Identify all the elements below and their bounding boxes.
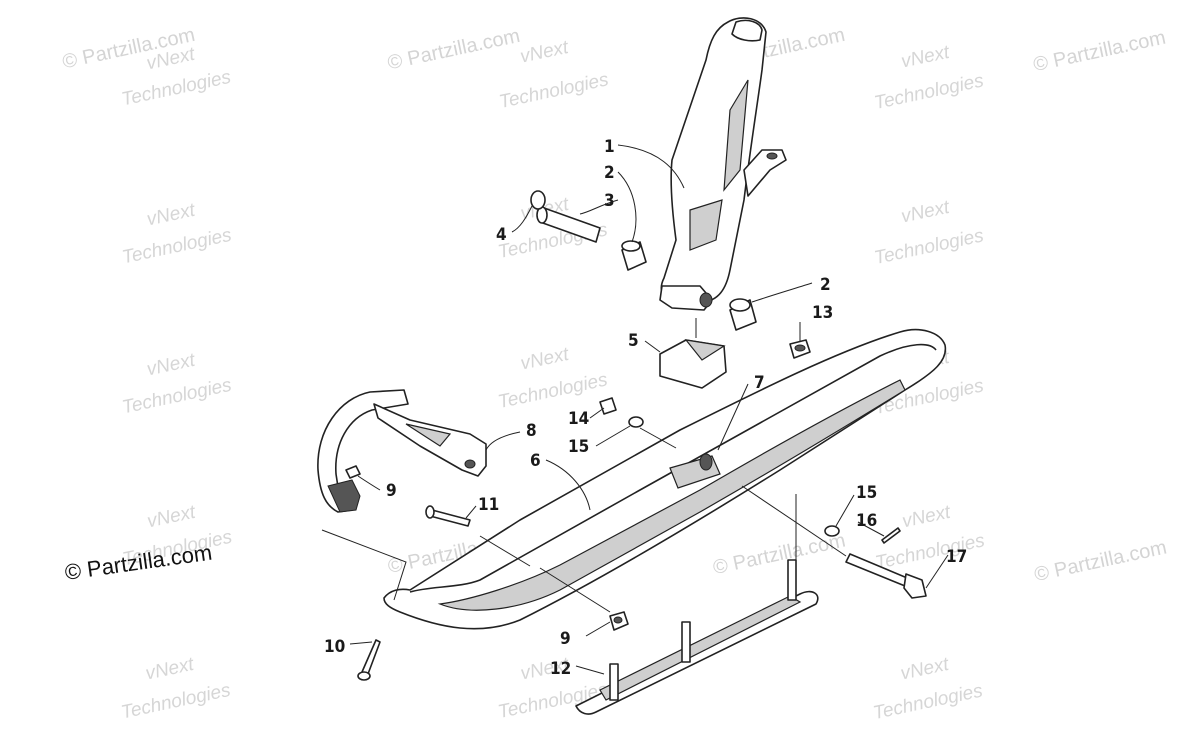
watermark-partzilla: © Partzilla.com: [1032, 537, 1168, 587]
callout-5: 5: [628, 331, 639, 351]
callout-15: 15: [568, 437, 589, 457]
watermark-technologies: Technologies: [497, 69, 611, 113]
callout-17: 17: [946, 547, 967, 567]
watermark-vnext: vNext: [519, 344, 572, 375]
callout-3: 3: [604, 191, 615, 211]
washer-part: [628, 416, 644, 428]
watermark-partzilla: © Partzilla.com: [1031, 27, 1167, 77]
watermark-technologies: Technologies: [871, 680, 985, 724]
callout-16: 16: [856, 511, 877, 531]
watermark-vnext: vNext: [145, 350, 198, 381]
nut-part: [609, 611, 629, 631]
callout-10: 10: [324, 637, 345, 657]
callout-14: 14: [568, 409, 589, 429]
callout-labels: 1 2 3 4 2 13 5 7 14 8 15 6 9 11 15 16 17…: [324, 137, 967, 679]
callout-4: 4: [496, 225, 507, 245]
watermark-vnext: vNext: [899, 654, 952, 685]
watermark-technologies: Technologies: [120, 67, 234, 111]
callout-15: 15: [856, 483, 877, 503]
callout-11: 11: [478, 495, 499, 515]
watermark-technologies: Technologies: [872, 225, 986, 269]
watermark-vnext: vNext: [145, 200, 198, 231]
watermark-technologies: Technologies: [119, 680, 233, 724]
bolt-part: [845, 553, 927, 599]
bolt-part: [425, 505, 471, 527]
callout-7: 7: [754, 373, 765, 393]
callout-2: 2: [604, 163, 615, 183]
ski-body-part: [383, 328, 947, 630]
watermark-vnext: vNext: [518, 37, 571, 68]
screw-part: [345, 465, 361, 479]
watermark-vnext: vNext: [899, 42, 952, 73]
watermark-vnext: vNext: [144, 654, 197, 685]
callout-12: 12: [550, 659, 571, 679]
callout-13: 13: [812, 303, 833, 323]
nut-part: [599, 397, 617, 415]
watermark-vnext: vNext: [145, 502, 198, 533]
callout-9: 9: [560, 629, 571, 649]
callout-2: 2: [820, 275, 831, 295]
watermark-technologies: Technologies: [120, 375, 234, 419]
screw-part: [357, 639, 381, 681]
callout-9: 9: [386, 481, 397, 501]
watermark-technologies: Technologies: [120, 225, 234, 269]
washer-part: [530, 190, 546, 210]
bushing-part: [729, 298, 757, 331]
watermark-partzilla: © Partzilla.com: [711, 530, 847, 580]
callout-1: 1: [604, 137, 615, 157]
pin-part: [536, 206, 601, 243]
nut-part: [789, 339, 811, 359]
spindle-part: [659, 17, 787, 311]
damper-block-part: [659, 339, 727, 389]
ski-loop-part: [317, 389, 487, 513]
ski-assembly-drawing: [317, 17, 949, 715]
wear-bar-part: [575, 559, 819, 715]
watermark-technologies: Technologies: [496, 369, 610, 413]
callout-8: 8: [526, 421, 537, 441]
watermark-partzilla: © Partzilla.com: [386, 25, 522, 75]
watermark-vnext: vNext: [899, 197, 952, 228]
watermark-technologies: Technologies: [872, 70, 986, 114]
callout-6: 6: [530, 451, 541, 471]
bushing-part: [621, 240, 647, 271]
cotter-pin-part: [881, 527, 901, 544]
washer-part: [824, 525, 840, 537]
watermark-vnext: vNext: [900, 502, 953, 533]
